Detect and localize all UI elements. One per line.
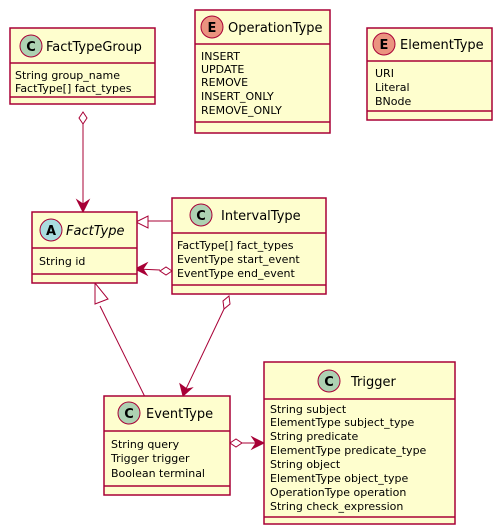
enum-value: UPDATE — [201, 63, 244, 76]
attribute: ElementType object_type — [270, 472, 409, 485]
edges — [75, 111, 266, 451]
class-name: FactType — [66, 224, 124, 239]
badge-letter: C — [26, 40, 36, 55]
class-facttypegroup: C FactTypeGroup String group_name FactTy… — [9, 27, 156, 105]
class-badge-icon — [117, 401, 141, 425]
abstract-badge-icon — [39, 218, 63, 242]
arrowhead — [250, 435, 266, 451]
attribute: OperationType operation — [270, 486, 406, 499]
enum-value: URI — [375, 67, 394, 80]
enum-name: OperationType — [228, 21, 323, 36]
class-badge-icon — [19, 34, 43, 58]
class-eventtype: C EventType String query Trigger trigger… — [103, 395, 231, 496]
attribute: EventType end_event — [177, 267, 296, 280]
attribute: EventType start_event — [177, 253, 300, 266]
aggregation-diamond — [222, 295, 231, 310]
class-name: EventType — [146, 407, 213, 422]
inheritance-triangle — [134, 215, 149, 229]
attribute: String id — [39, 255, 85, 268]
class-trigger: C Trigger String subject ElementType sub… — [263, 361, 456, 525]
attribute: FactType[] fact_types — [15, 82, 132, 95]
badge-letter: E — [380, 38, 389, 53]
aggregation-diamond — [229, 438, 243, 448]
attribute: Trigger trigger — [110, 452, 190, 465]
attribute: String query — [111, 438, 180, 451]
attribute: String check_expression — [270, 500, 403, 513]
enum-badge-icon — [200, 15, 224, 39]
badge-letter: A — [46, 224, 56, 239]
class-badge-icon — [317, 369, 341, 393]
arrowhead — [75, 198, 91, 214]
attribute: ElementType subject_type — [270, 416, 414, 429]
enum-elementtype: E ElementType URI Literal BNode — [366, 27, 493, 121]
attribute: String subject — [270, 403, 347, 416]
enum-value: INSERT — [201, 50, 240, 63]
attribute: String group_name — [15, 69, 120, 82]
badge-letter: E — [208, 21, 217, 36]
attribute: String predicate — [270, 430, 358, 443]
abstract-class-facttype: A FactType String id — [31, 211, 138, 284]
aggregation-diamond — [78, 111, 88, 125]
edge-intervaltype-eventtype — [185, 308, 225, 390]
enum-value: REMOVE_ONLY — [201, 104, 282, 117]
enum-value: Literal — [375, 81, 410, 94]
attribute: Boolean terminal — [111, 467, 205, 480]
class-name: IntervalType — [221, 209, 301, 224]
enum-value: REMOVE — [201, 76, 248, 89]
arrowhead — [133, 261, 149, 277]
attribute: ElementType predicate_type — [270, 444, 427, 457]
badge-letter: C — [124, 407, 134, 422]
class-intervaltype: C IntervalType FactType[] fact_types Eve… — [171, 197, 327, 295]
enum-name: ElementType — [400, 38, 484, 53]
class-badge-icon — [189, 203, 213, 227]
arrowhead — [179, 382, 194, 397]
edge-eventtype-facttype — [99, 305, 146, 398]
class-name: Trigger — [350, 375, 396, 390]
enum-badge-icon — [372, 32, 396, 56]
attribute: String object — [270, 458, 341, 471]
attribute: FactType[] fact_types — [177, 239, 294, 252]
badge-letter: C — [324, 375, 334, 390]
enum-value: INSERT_ONLY — [201, 90, 274, 103]
aggregation-diamond — [159, 266, 173, 276]
class-name: FactTypeGroup — [46, 40, 142, 55]
inheritance-triangle — [94, 281, 109, 305]
enum-operationtype: E OperationType INSERT UPDATE REMOVE INS… — [194, 9, 331, 134]
enum-value: BNode — [375, 95, 411, 108]
badge-letter: C — [196, 209, 206, 224]
